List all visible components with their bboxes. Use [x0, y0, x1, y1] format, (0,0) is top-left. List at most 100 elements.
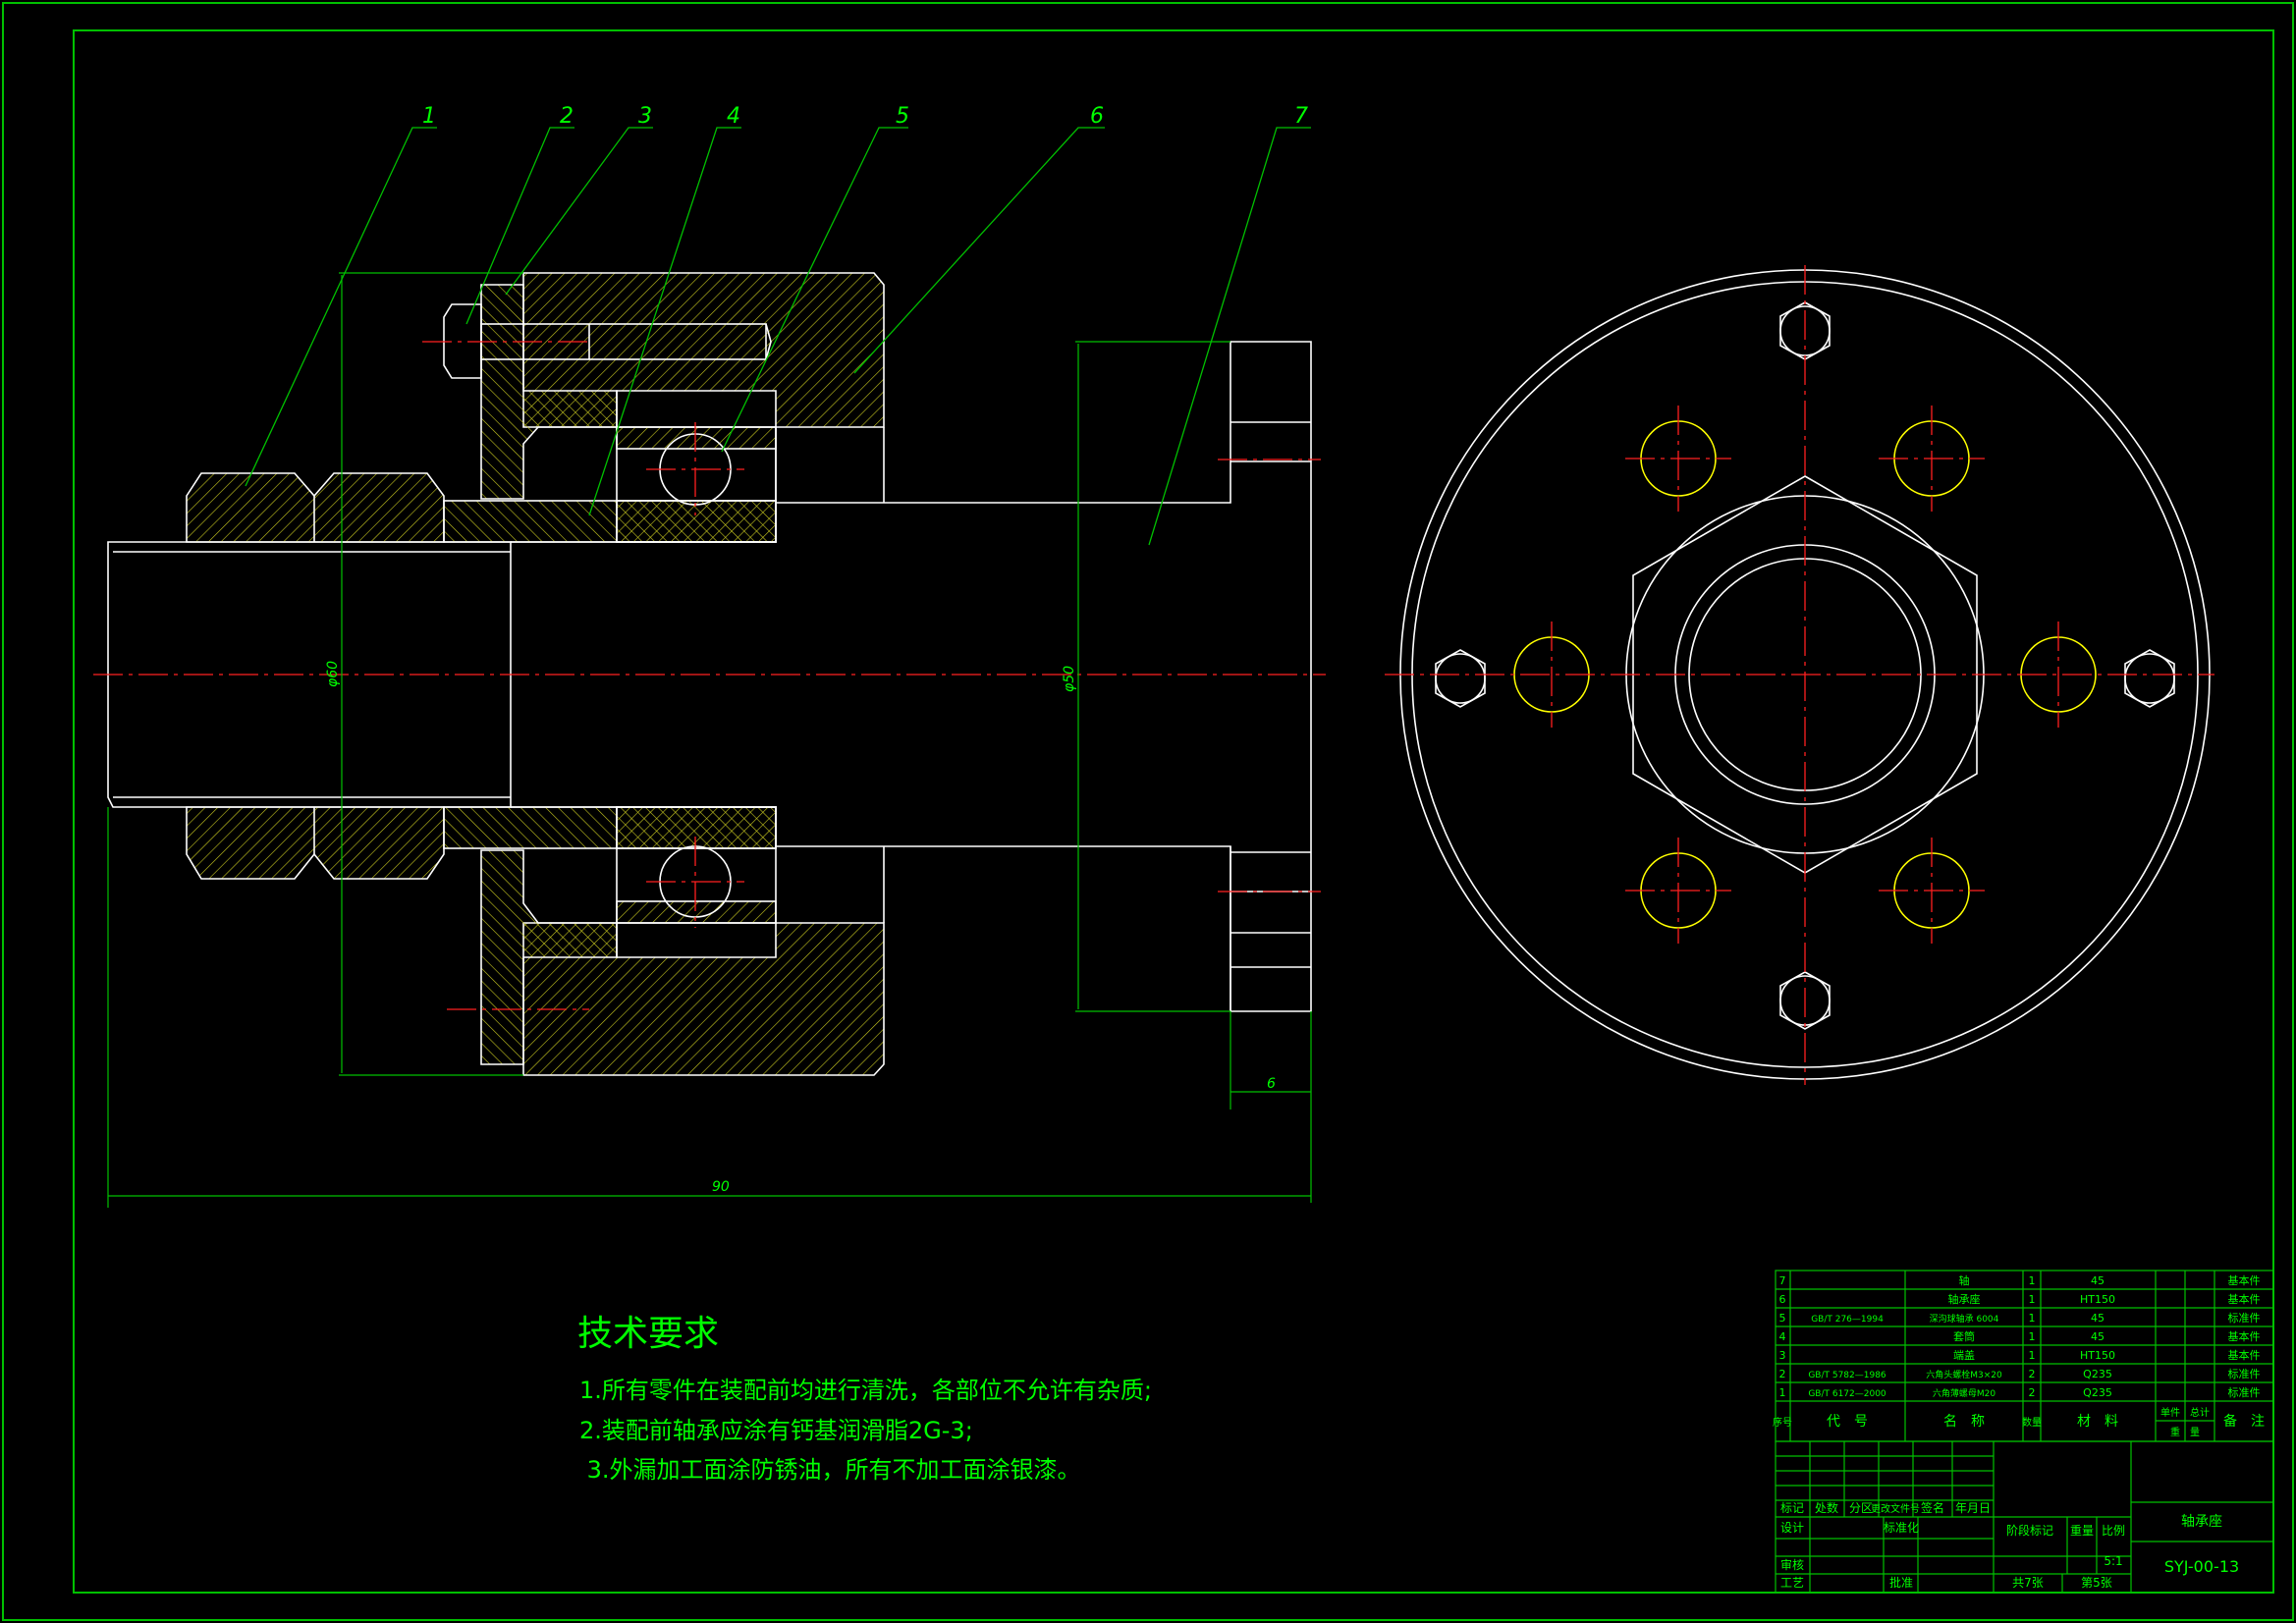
svg-text:标准件: 标准件 [2228, 1367, 2261, 1380]
svg-text:分区: 分区 [1849, 1501, 1873, 1515]
svg-text:轴承座: 轴承座 [1948, 1292, 1981, 1306]
svg-text:标记: 标记 [1780, 1501, 1804, 1515]
svg-text:GB/T 6172—2000: GB/T 6172—2000 [1808, 1389, 1886, 1399]
centerlines-front [93, 341, 1326, 1010]
svg-text:Q235: Q235 [2083, 1386, 2112, 1399]
balloon-6: 6 [1090, 104, 1104, 129]
svg-text:阶段标记: 阶段标记 [2006, 1523, 2053, 1538]
svg-text:工艺: 工艺 [1780, 1576, 1804, 1590]
svg-text:GB/T 5782—1986: GB/T 5782—1986 [1808, 1371, 1886, 1380]
svg-text:45: 45 [2091, 1330, 2105, 1343]
svg-text:签名: 签名 [1921, 1500, 1944, 1515]
svg-text:7: 7 [1779, 1274, 1786, 1287]
svg-text:1: 1 [2029, 1293, 2036, 1306]
tech-req-1: 1.所有零件在装配前均进行清洗，各部位不允许有杂质; [579, 1377, 1152, 1404]
svg-text:4: 4 [1779, 1330, 1786, 1343]
svg-text:六角头螺栓M3×20: 六角头螺栓M3×20 [1926, 1369, 2002, 1380]
svg-text:设计: 设计 [1780, 1521, 1804, 1535]
svg-text:基本件: 基本件 [2228, 1329, 2261, 1343]
svg-text:1: 1 [2029, 1330, 2036, 1343]
svg-text:3: 3 [1779, 1349, 1786, 1362]
dimension-texts: φ60 φ50 6 90 [325, 661, 1276, 1195]
nut-lower [186, 806, 445, 880]
svg-text:重 量: 重 量 [2170, 1426, 2200, 1438]
dim-length-90: 90 [712, 1179, 730, 1195]
svg-text:更改文件号: 更改文件号 [1871, 1502, 1920, 1515]
svg-text:备 注: 备 注 [2223, 1413, 2265, 1430]
svg-text:2: 2 [2029, 1368, 2036, 1380]
svg-text:1: 1 [1779, 1386, 1786, 1399]
bolt-heads [1435, 301, 2175, 1030]
section-view [107, 272, 1312, 1076]
svg-text:标准化: 标准化 [1884, 1521, 1919, 1535]
svg-text:SYJ-00-13: SYJ-00-13 [2164, 1557, 2239, 1576]
svg-text:标准件: 标准件 [2228, 1311, 2261, 1325]
svg-text:5: 5 [1779, 1312, 1786, 1325]
svg-text:代 号: 代 号 [1827, 1414, 1868, 1430]
svg-text:标准件: 标准件 [2228, 1385, 2261, 1399]
svg-text:HT150: HT150 [2080, 1349, 2115, 1362]
svg-text:轴承座: 轴承座 [2181, 1514, 2222, 1530]
balloon-4: 4 [727, 104, 740, 129]
svg-text:45: 45 [2091, 1312, 2105, 1325]
inner-frame [73, 29, 2274, 1594]
balloon-7: 7 [1294, 104, 1308, 129]
svg-text:名 称: 名 称 [1943, 1414, 1985, 1430]
svg-text:1: 1 [2029, 1312, 2036, 1325]
svg-text:第5张: 第5张 [2081, 1576, 2112, 1590]
svg-text:6: 6 [1779, 1293, 1786, 1306]
bolt [443, 303, 482, 379]
svg-text:Q235: Q235 [2083, 1368, 2112, 1380]
balloon-1: 1 [422, 104, 436, 129]
svg-text:批准: 批准 [1889, 1575, 1913, 1590]
title-block-text: 标记 处数 分区 更改文件号 签名 年月日 设计 标准化 审核 工艺 批准 阶段… [1780, 1500, 2239, 1590]
tech-req-3: 3.外漏加工面涂防锈油，所有不加工面涂银漆。 [579, 1456, 1081, 1484]
balloon-5: 5 [896, 104, 909, 129]
end-cap-lower [480, 849, 618, 1065]
svg-text:总计: 总计 [2190, 1406, 2210, 1419]
svg-text:基本件: 基本件 [2228, 1292, 2261, 1306]
svg-text:审核: 审核 [1780, 1557, 1804, 1572]
svg-text:六角薄螺母M20: 六角薄螺母M20 [1933, 1387, 1995, 1399]
leaders [245, 127, 1311, 546]
svg-text:共7张: 共7张 [2012, 1576, 2044, 1590]
nut-upper [186, 472, 445, 543]
svg-text:基本件: 基本件 [2228, 1273, 2261, 1287]
svg-text:单件: 单件 [2160, 1407, 2180, 1419]
svg-text:处数: 处数 [1815, 1500, 1838, 1515]
svg-text:序号: 序号 [1773, 1416, 1792, 1429]
svg-text:1: 1 [2029, 1274, 2036, 1287]
svg-text:1: 1 [2029, 1349, 2036, 1362]
svg-text:套筒: 套筒 [1953, 1329, 1975, 1343]
svg-text:45: 45 [2091, 1274, 2105, 1287]
dimensions [107, 272, 1312, 1208]
centerlines-side [1385, 265, 2214, 1085]
svg-text:深沟球轴承 6004: 深沟球轴承 6004 [1930, 1313, 1999, 1325]
svg-text:数量: 数量 [2022, 1416, 2042, 1429]
svg-text:比例: 比例 [2102, 1524, 2125, 1538]
dim-width-6: 6 [1267, 1076, 1276, 1092]
bom-table [1775, 1270, 2274, 1442]
end-cap-upper [480, 284, 618, 500]
svg-text:材 料: 材 料 [2077, 1414, 2118, 1430]
svg-text:GB/T 276—1994: GB/T 276—1994 [1811, 1315, 1884, 1325]
svg-text:HT150: HT150 [2080, 1293, 2115, 1306]
dim-dia-50: φ50 [1062, 666, 1077, 692]
title-block [1775, 1440, 2274, 1594]
svg-text:2: 2 [1779, 1368, 1786, 1380]
tech-req-2: 2.装配前轴承应涂有钙基润滑脂2G-3; [579, 1417, 973, 1444]
balloon-2: 2 [560, 104, 574, 129]
svg-text:轴: 轴 [1959, 1273, 1970, 1287]
tech-req-title: 技术要求 [577, 1314, 719, 1354]
balloon-3: 3 [638, 104, 652, 129]
svg-text:年月日: 年月日 [1955, 1501, 1991, 1515]
svg-text:重量: 重量 [2070, 1524, 2094, 1538]
svg-text:基本件: 基本件 [2228, 1348, 2261, 1362]
dim-dia-60: φ60 [325, 661, 341, 687]
svg-text:2: 2 [2029, 1386, 2036, 1399]
svg-text:端盖: 端盖 [1953, 1348, 1975, 1362]
svg-text:5:1: 5:1 [2104, 1554, 2122, 1568]
balloon-labels: 1 2 3 4 5 6 7 [422, 104, 1308, 129]
